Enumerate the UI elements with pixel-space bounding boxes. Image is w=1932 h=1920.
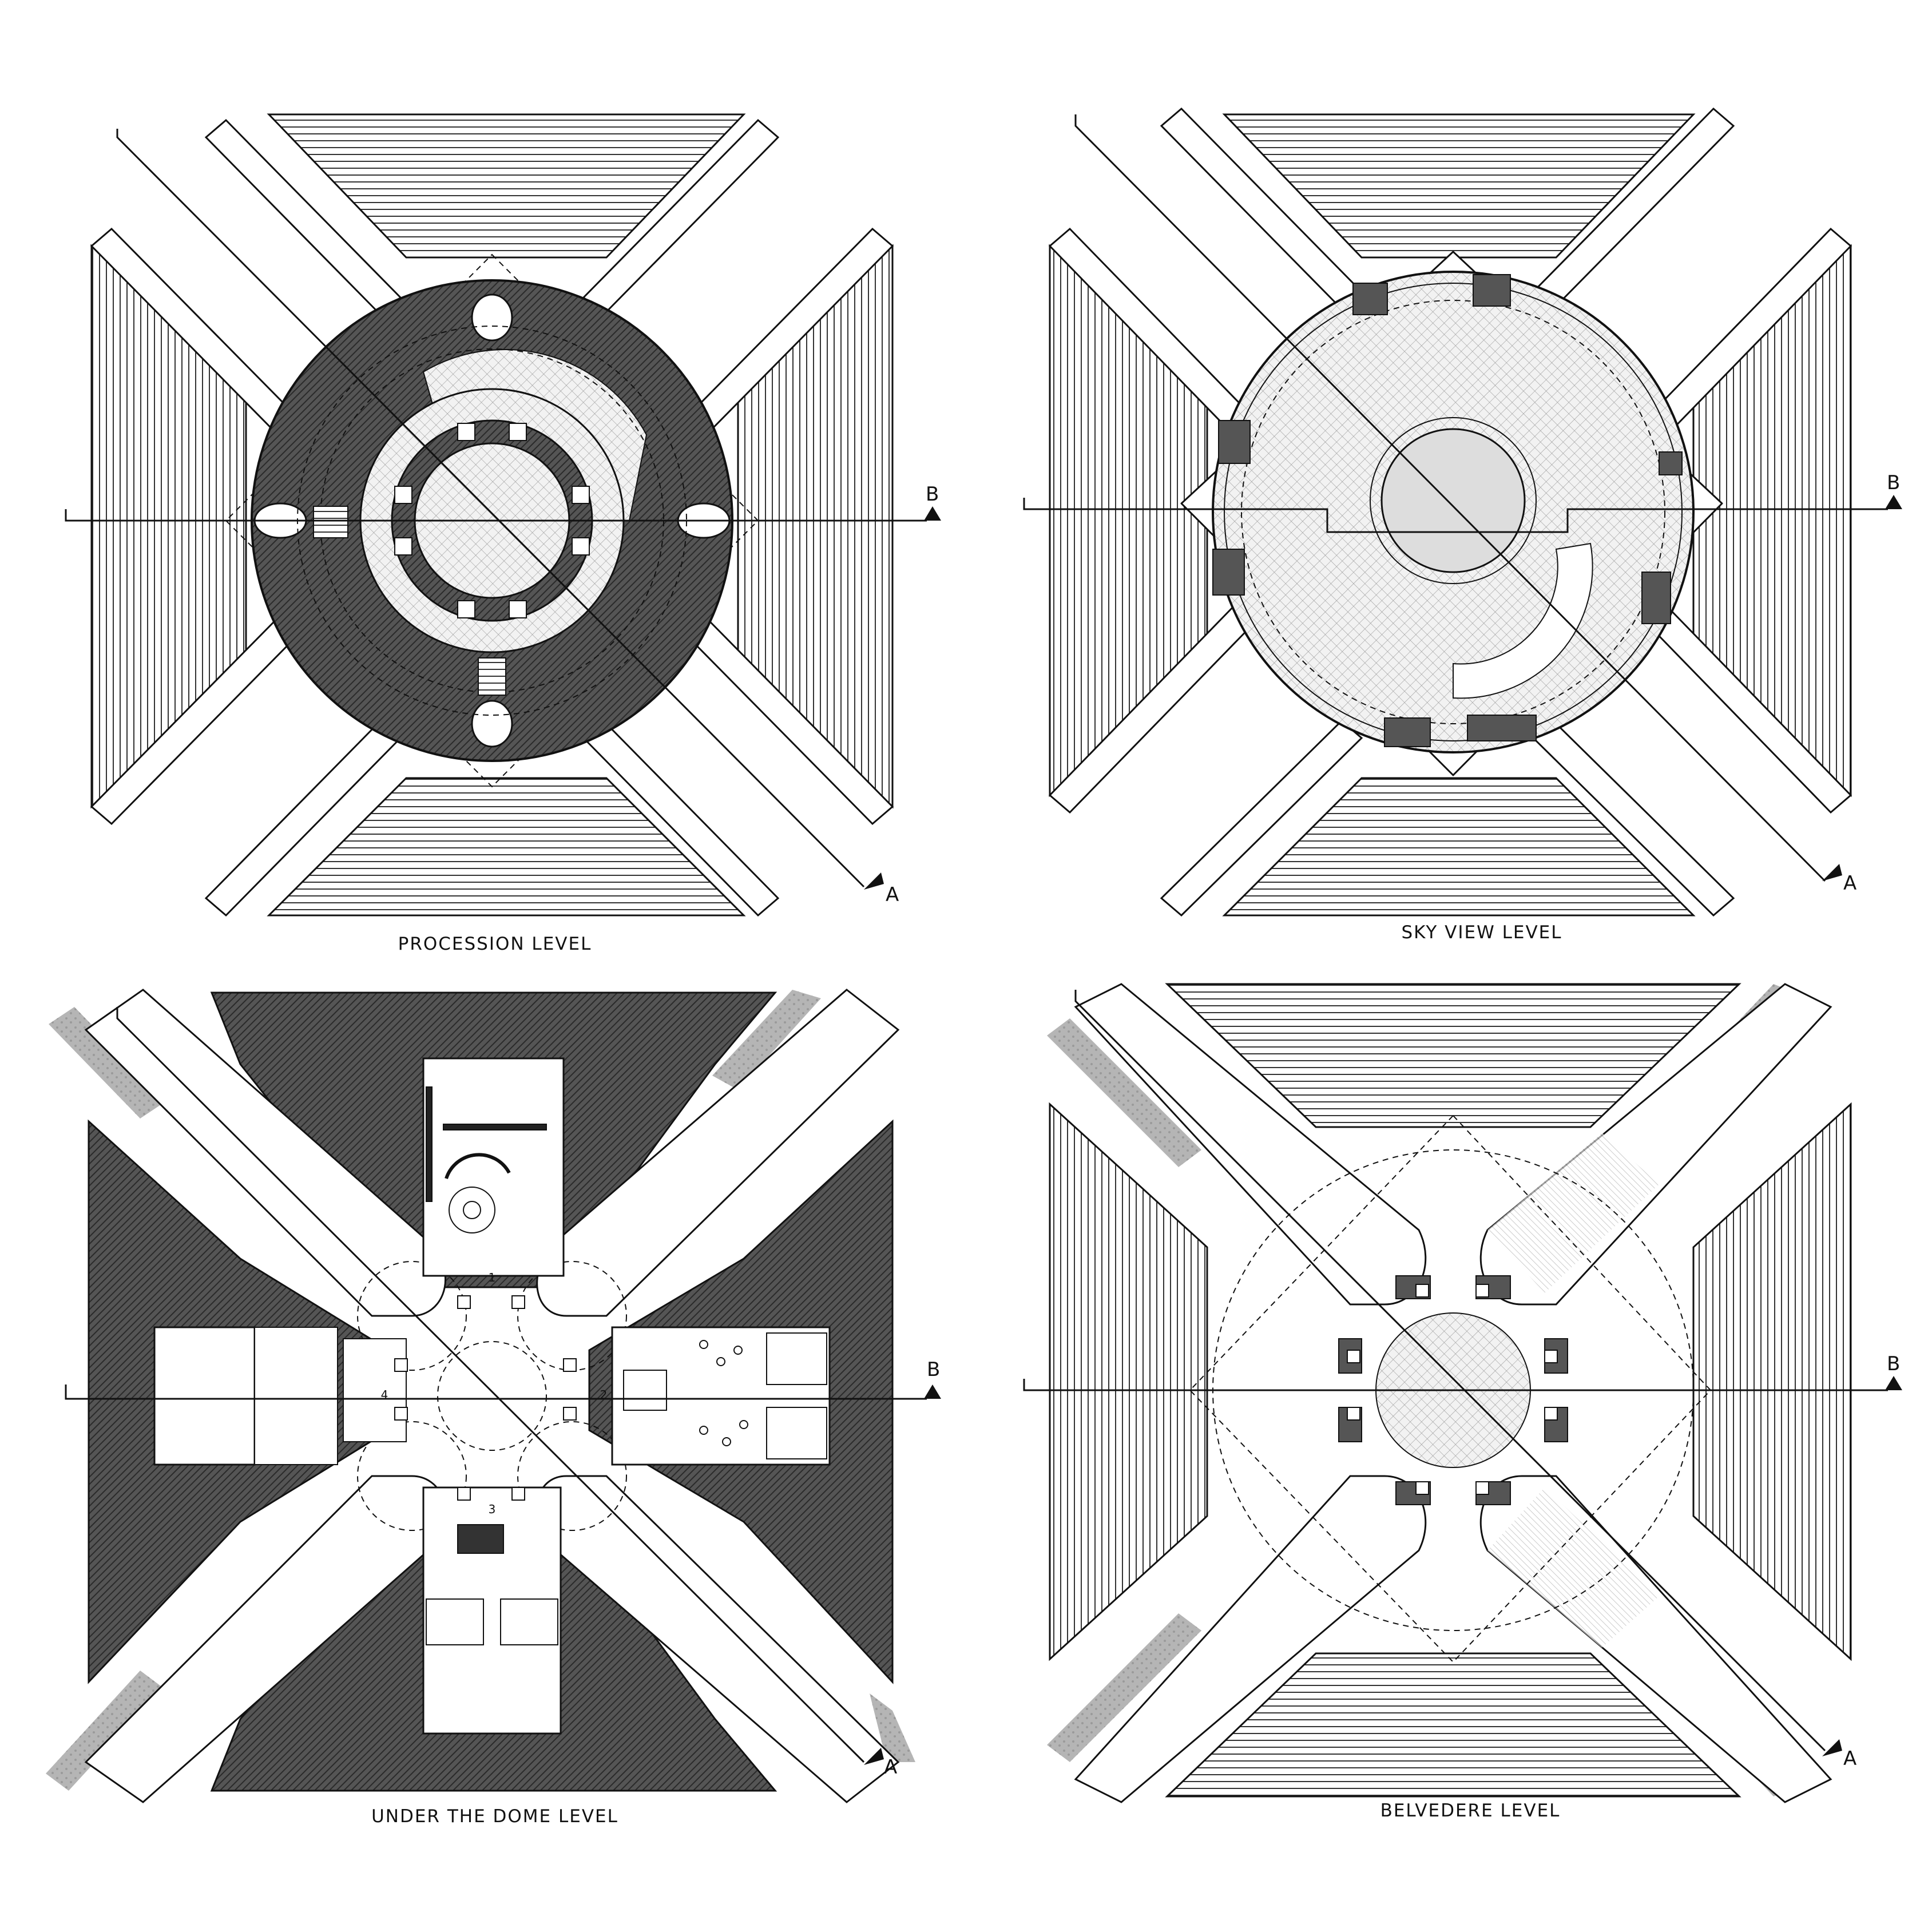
section-arrow-a [864, 872, 884, 890]
ramp-slot [1453, 542, 1593, 699]
section-line-a [116, 129, 865, 888]
central-court [437, 1341, 547, 1451]
section-label-b: B [926, 483, 939, 506]
stair-wedge-south [267, 777, 746, 917]
section-label-a-2: A [1843, 872, 1856, 895]
court-nw [357, 1261, 467, 1371]
stair-wedge-east-2 [1692, 244, 1852, 798]
belvedere-columns [1347, 1284, 1558, 1495]
stair-wedge-north-2 [1222, 113, 1696, 259]
columns-procession [394, 423, 590, 618]
room-2-wing [563, 1326, 831, 1466]
shade-ne [1487, 1133, 1659, 1293]
dashed-square-4 [1189, 1114, 1712, 1663]
stair-wedge-south-4 [1165, 1652, 1741, 1798]
room-3-wing [422, 1486, 562, 1735]
under-dome-plan: 1 2 3 4 A [46, 989, 941, 1827]
section-label-a-3: A [884, 1756, 897, 1779]
room-1-wing [422, 1057, 565, 1309]
lobe-n [471, 293, 513, 342]
arm-s-left-2 [1160, 719, 1363, 917]
stair-wedge-east [737, 244, 894, 809]
section-arrow-a-2 [1822, 864, 1842, 881]
planting-strip-sw-4 [1047, 1613, 1201, 1762]
section-arrow-b-2 [1885, 495, 1902, 509]
planting-strip-nw-4 [1047, 1018, 1201, 1167]
stair-wedge-west [90, 244, 247, 809]
planting-strip-ne [712, 990, 821, 1090]
section-arrow-a-3 [864, 1748, 884, 1765]
lobe-s [471, 700, 513, 748]
stair-wedge-west-2 [1049, 244, 1208, 798]
stair-wedge-west-4 [1049, 1102, 1208, 1661]
stair-south [478, 657, 506, 696]
section-label-b-3: B [927, 1358, 940, 1381]
roof-dashed [1241, 300, 1665, 724]
section-line-b [65, 509, 927, 522]
section-label-a: A [886, 883, 899, 906]
section-line-b-2 [1023, 498, 1888, 533]
section-label-a-4: A [1843, 1747, 1856, 1770]
roof-ring [1224, 283, 1683, 741]
planting-strip-sw [46, 1671, 163, 1791]
sky-view-plan: A B SKY VIEW LEVEL [1023, 107, 1902, 943]
section-line-a-2 [1074, 114, 1826, 882]
procession-plan: A B PROCESSION LEVEL [65, 113, 941, 954]
roof-piers [1212, 274, 1683, 747]
stair-wedge-north [267, 113, 746, 259]
section-label-b-4: B [1887, 1352, 1900, 1375]
section-label-b-2: B [1887, 471, 1900, 494]
stair-wedge-east-4 [1692, 1102, 1852, 1661]
court-sw [357, 1421, 467, 1531]
planting-strip-nw [49, 1007, 166, 1118]
plan-label-sky-view: SKY VIEW LEVEL [1401, 922, 1562, 943]
room-4-wing [153, 1326, 408, 1466]
court-se [517, 1421, 627, 1531]
planting-strip-se [870, 1693, 915, 1762]
oculus [1380, 428, 1526, 573]
section-line-b-4 [1023, 1379, 1888, 1391]
section-line-b-3 [65, 1385, 927, 1400]
section-arrow-b-4 [1885, 1376, 1902, 1390]
stair-wedge-north-4 [1165, 983, 1741, 1128]
plan-label-under-dome: UNDER THE DOME LEVEL [371, 1806, 618, 1827]
room-number-3: 3 [489, 1502, 496, 1516]
section-line-a-4 [1074, 990, 1826, 1752]
room-number-1: 1 [489, 1271, 496, 1284]
stair-wedge-south-2 [1222, 777, 1696, 917]
section-arrow-a-4 [1822, 1739, 1842, 1756]
stair-west [313, 506, 348, 538]
shade-se [1487, 1487, 1659, 1648]
section-line-a-3 [116, 1007, 865, 1763]
section-arrow-b [924, 506, 941, 521]
plan-label-procession: PROCESSION LEVEL [398, 934, 592, 954]
section-arrow-b-3 [924, 1385, 941, 1399]
belvedere-plan: A B BELVEDERE LEVEL [1023, 983, 1902, 1821]
plan-label-belvedere: BELVEDERE LEVEL [1380, 1800, 1561, 1821]
